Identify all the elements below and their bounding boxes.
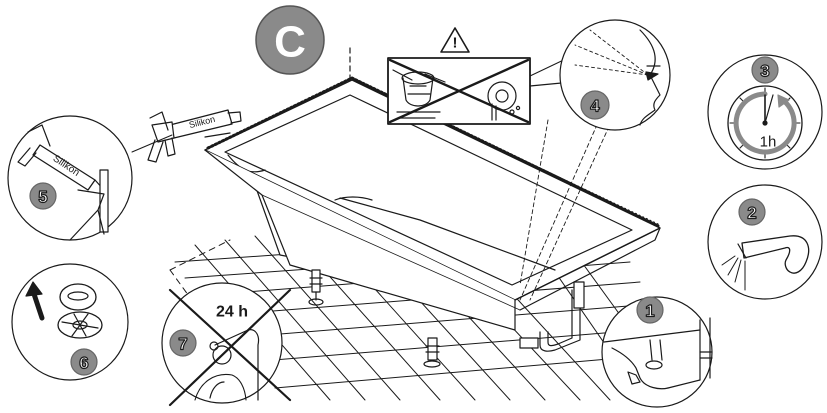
clock-icon — [727, 85, 803, 161]
sight-lines — [519, 117, 613, 301]
warning-symbol: ! — [453, 35, 458, 52]
step-3-clock: 1h 3 — [707, 54, 823, 170]
drain-pipe — [519, 281, 585, 352]
step-number-5: 5 — [38, 188, 47, 207]
arrow-up-icon — [25, 281, 45, 321]
step-number-6: 6 — [79, 354, 88, 373]
drain-cover-icon — [57, 283, 103, 339]
silicone-bead — [206, 76, 660, 228]
step-5-caulking: Silikon 5 — [7, 115, 173, 241]
step-4-inspection: 4 — [559, 19, 671, 131]
faucet-icon — [721, 235, 810, 291]
section-letter: C — [274, 18, 306, 67]
bathtub — [204, 47, 661, 331]
eye-icon — [639, 29, 661, 126]
tub-basin — [224, 94, 633, 286]
section-badge: C — [255, 5, 325, 75]
step-number-4: 4 — [590, 97, 600, 116]
step-1-connection: 1 — [601, 296, 713, 408]
step-2-faucet: 2 — [707, 184, 823, 300]
step-number-2: 2 — [747, 204, 756, 223]
step-number-1: 1 — [645, 302, 654, 321]
no-use-icon — [194, 329, 260, 401]
prohibited-usage-box — [387, 57, 531, 125]
tub-foot-center — [423, 337, 441, 368]
step-number-3: 3 — [760, 62, 769, 81]
step-6-drain-cover: 6 — [11, 263, 129, 381]
time-label-24h: 24 h — [216, 304, 248, 321]
time-label-1h: 1h — [760, 134, 777, 151]
warning-icon: ! — [440, 27, 470, 53]
tub-foot-left — [308, 269, 324, 306]
step-number-7: 7 — [178, 335, 187, 354]
step-7-wait-24h: 24 h 7 — [161, 282, 292, 407]
pipe-connection-icon — [603, 317, 713, 390]
